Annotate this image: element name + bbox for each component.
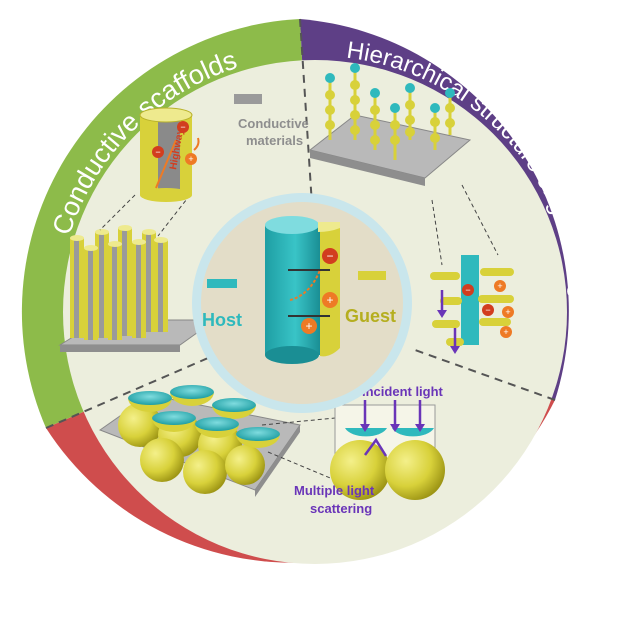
svg-text:−: − — [465, 285, 470, 295]
multiple-scattering-line2: scattering — [310, 501, 372, 516]
svg-text:+: + — [188, 154, 193, 164]
conductive-materials-line1: Conductive — [238, 116, 309, 131]
scaffold-rods — [70, 225, 168, 340]
host-label: Host — [202, 310, 242, 330]
dividers — [45, 18, 556, 429]
hierarchical-branch-zoom: − − + + + — [430, 255, 514, 354]
multiple-scattering-line1: Multiple light — [294, 483, 375, 498]
conductive-materials-line2: materials — [246, 133, 303, 148]
incident-light-label: Incident light — [362, 384, 444, 399]
svg-text:+: + — [305, 319, 312, 333]
svg-text:+: + — [326, 293, 333, 307]
svg-text:−: − — [155, 147, 160, 157]
light-bowls — [128, 385, 280, 448]
light-zoom-box — [330, 400, 445, 500]
host-guest-cylinder: − + + — [265, 216, 340, 364]
guest-minus-sign — [358, 271, 386, 280]
hierarchical-zoom-lines — [431, 184, 499, 266]
host-minus-sign — [207, 279, 237, 288]
svg-text:+: + — [503, 327, 508, 337]
hierarchical-trees — [325, 63, 455, 160]
ring-label-light: Light trapping — [229, 573, 399, 617]
svg-text:+: + — [505, 307, 510, 317]
hierarchical-platform — [308, 114, 472, 186]
guest-label: Guest — [345, 306, 396, 326]
scaffold-rod-zoom: − − + — [99, 107, 200, 237]
svg-text:−: − — [180, 122, 185, 132]
svg-text:−: − — [485, 305, 490, 315]
svg-text:−: − — [326, 249, 333, 263]
light-zoom-lines — [261, 417, 336, 481]
svg-text:+: + — [497, 281, 502, 291]
conductive-material-swatch — [234, 94, 262, 104]
